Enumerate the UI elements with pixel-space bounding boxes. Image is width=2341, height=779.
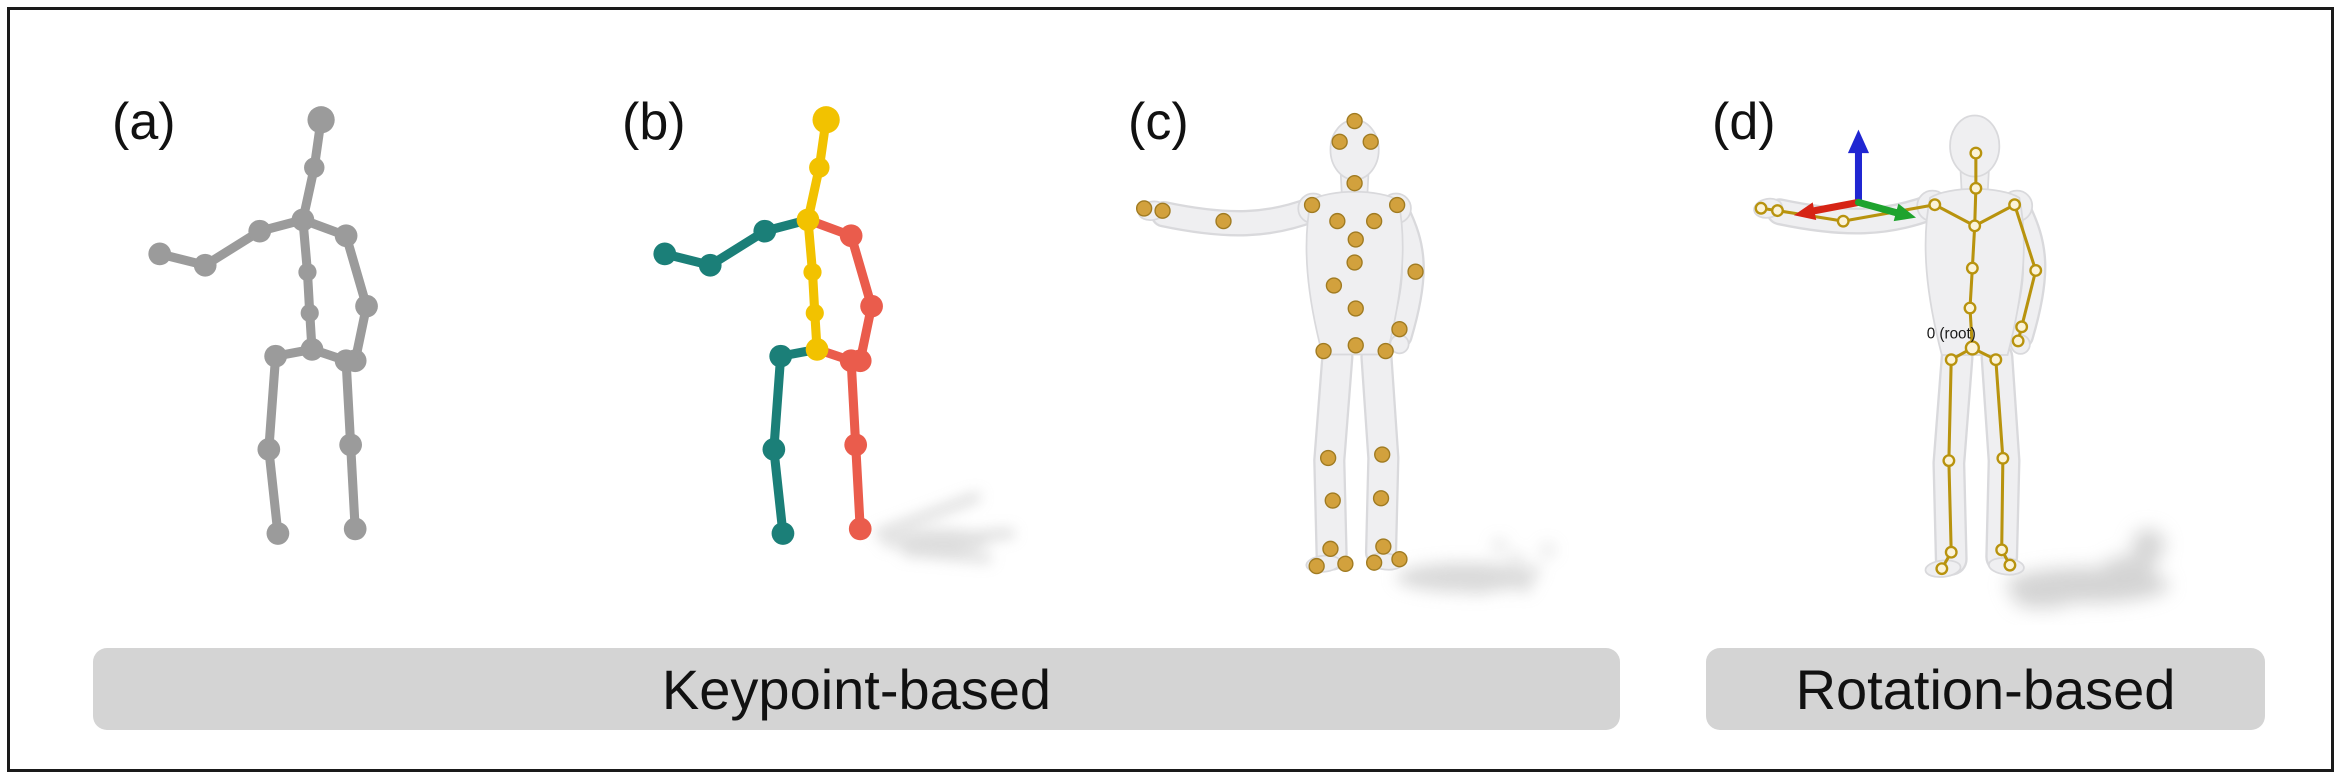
gray-skeleton-bones — [155, 115, 372, 538]
skeleton-ground-shadow — [875, 492, 1015, 563]
y-axis-arrow — [1854, 198, 1901, 217]
root-orientation-axes — [1793, 129, 1916, 222]
keypoint-based-caption-bar: Keypoint-based — [93, 648, 1620, 730]
rotation-based-caption: Rotation-based — [1795, 657, 2176, 721]
keypoint-markers — [1135, 112, 1424, 575]
kinematic-tree — [1754, 146, 2043, 576]
rotation-based-caption-bar: Rotation-based — [1706, 648, 2265, 730]
mesh-markers-figure — [1135, 112, 1554, 595]
panel-c-label: (c) — [1128, 93, 1189, 151]
body-mesh-d — [1753, 114, 2047, 578]
mesh-ground-shadow-d — [2005, 528, 2170, 609]
keypoint-based-caption: Keypoint-based — [661, 657, 1052, 721]
mesh-ground-shadow — [1396, 539, 1554, 595]
panel-a-label: (a) — [112, 93, 176, 151]
panel-b-label: (b) — [622, 93, 686, 151]
gray-skeleton-joints — [148, 106, 378, 545]
colored-skeleton-figure — [653, 106, 1015, 563]
mesh-rotations-figure: 0 (root) — [1753, 114, 2170, 609]
gray-skeleton-figure — [148, 106, 378, 545]
colored-skeleton-bones — [660, 115, 877, 538]
colored-skeleton-joints — [653, 106, 883, 545]
x-axis-arrow — [1811, 198, 1862, 215]
root-joint-label: 0 (root) — [1927, 326, 1976, 343]
body-mesh — [1137, 119, 1425, 573]
panel-d-label: (d) — [1712, 93, 1776, 151]
